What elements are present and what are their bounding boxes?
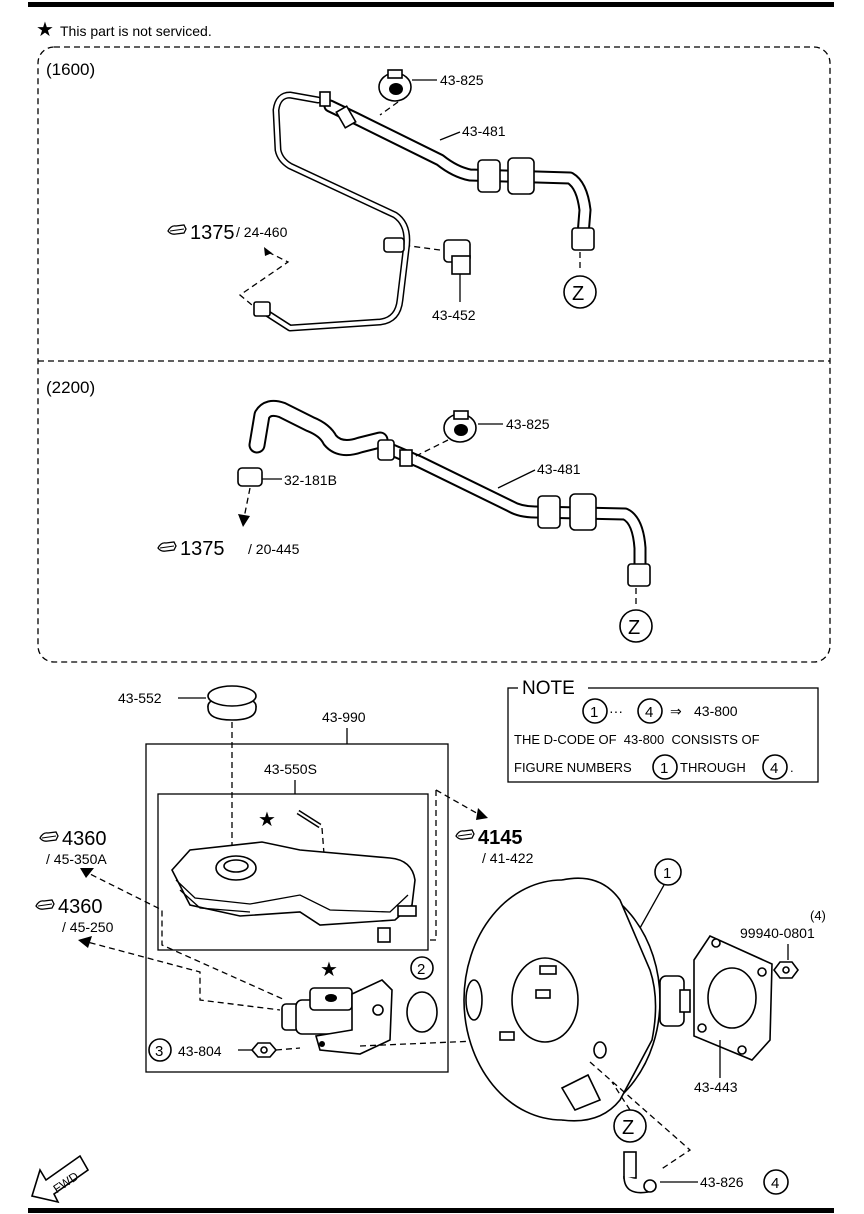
fwd-arrow-icon: FWD	[30, 1154, 90, 1204]
ref-4360a-num: 4360	[62, 828, 107, 850]
note-range-start: 1	[590, 704, 598, 721]
hose-clip	[383, 237, 405, 253]
reference-book-icon	[157, 541, 177, 552]
label-43-481-2200: 43-481	[537, 461, 581, 477]
nut-43-804	[250, 1042, 278, 1058]
check-valve-body	[537, 495, 561, 529]
label-43-552: 43-552	[118, 690, 162, 706]
note-dots: ···	[609, 703, 623, 719]
connector-z-label-main: Z	[622, 1117, 634, 1139]
note-line2: THE D-CODE OF 43-800 CONSISTS OF	[514, 732, 760, 747]
star-icon: ★	[258, 809, 276, 831]
ref-num-1375-1600: 1375	[190, 222, 235, 244]
clip-43-825-1600	[378, 69, 412, 102]
note-range-end: 4	[645, 704, 653, 721]
o-ring	[406, 991, 438, 1033]
ref-4145-num: 4145	[478, 827, 523, 849]
variant-box	[37, 46, 831, 663]
note-line3-mid: THROUGH	[680, 760, 746, 775]
clamp-32-181b	[237, 467, 263, 487]
callout-1: 1	[663, 865, 671, 882]
clip-43-452-1600	[443, 239, 471, 275]
callout-2: 2	[417, 961, 425, 978]
main-assembly: 43-552 43-990 43-550S ★	[30, 685, 826, 1204]
bottom-border	[28, 1208, 834, 1213]
label-43-550s: 43-550S	[264, 761, 317, 777]
connector-z-label-1600: Z	[572, 283, 584, 305]
ref-sub-24-460: / 24-460	[236, 224, 288, 240]
star-icon: ★	[36, 19, 54, 41]
ref-num-1375-2200: 1375	[180, 538, 225, 560]
note-range-target: 43-800	[694, 703, 738, 719]
fitting-43-826	[623, 1151, 657, 1194]
ref-sub-20-445: / 20-445	[248, 541, 300, 557]
label-43-825-2200: 43-825	[506, 416, 550, 432]
label-43-481-1600: 43-481	[462, 123, 506, 139]
label-99940-0801: 99940-0801	[740, 925, 815, 941]
label-43-443: 43-443	[694, 1079, 738, 1095]
box-43-550s	[157, 793, 429, 951]
note-box: NOTE 1 ··· 4 ⇒ 43-800 THE D-CODE OF 43-8…	[507, 676, 819, 783]
section-2200: (2200) 43-825 43-481 32-181B 1375	[46, 378, 653, 643]
callout-4: 4	[771, 1175, 779, 1192]
hose-end-connector	[319, 91, 331, 107]
connector-z-label-2200: Z	[628, 617, 640, 639]
hose-fitting	[399, 449, 413, 467]
brake-booster	[463, 877, 691, 1122]
note-line3-num1: 1	[660, 760, 668, 777]
section-1600: (1600) 43-825 43-481 4	[46, 60, 597, 332]
hose-end-connector	[253, 301, 271, 317]
check-valve-body	[507, 157, 535, 195]
note-arrow: ⇒	[670, 703, 682, 719]
qty-4: (4)	[810, 908, 826, 923]
master-cylinder	[281, 979, 393, 1055]
reference-book-icon	[167, 224, 187, 235]
reservoir-cap-43-552	[207, 685, 257, 721]
box-43-990	[145, 743, 449, 1073]
reference-book-icon	[39, 831, 59, 842]
hose-end-connector	[571, 227, 595, 251]
reference-book-icon	[455, 829, 475, 840]
check-valve-body	[477, 159, 501, 193]
top-border	[28, 2, 834, 7]
note-title: NOTE	[522, 678, 575, 699]
ref-4145-sub: / 41-422	[482, 850, 534, 866]
hose-end-connector	[627, 563, 651, 587]
hose-fitting	[335, 105, 357, 129]
section-title-2200: (2200)	[46, 378, 95, 397]
note-line3-end: .	[790, 760, 794, 775]
nut-99940-0801	[773, 961, 799, 979]
connector-z-2200	[619, 609, 653, 643]
ref-4360b-sub: / 45-250	[62, 919, 114, 935]
legend-text: This part is not serviced.	[60, 23, 212, 39]
label-43-804: 43-804	[178, 1043, 222, 1059]
note-line3-pre: FIGURE NUMBERS	[514, 760, 632, 775]
label-43-452-1600: 43-452	[432, 307, 476, 323]
label-32-181b: 32-181B	[284, 472, 337, 488]
label-43-990: 43-990	[322, 709, 366, 725]
reservoir-pin	[296, 809, 322, 829]
section-title-1600: (1600)	[46, 60, 95, 79]
note-line3-num2: 4	[770, 760, 778, 777]
clip-43-825-2200	[443, 410, 477, 443]
label-43-825-1600: 43-825	[440, 72, 484, 88]
star-icon: ★	[320, 959, 338, 981]
connector-z-1600	[563, 275, 597, 309]
check-valve-body	[569, 493, 597, 531]
brake-fluid-reservoir	[171, 841, 417, 943]
gasket-43-443	[693, 934, 773, 1061]
ref-4360a-sub: / 45-350A	[46, 851, 107, 867]
reference-book-icon	[35, 899, 55, 910]
ref-4360b-num: 4360	[58, 896, 103, 918]
hose-fitting	[377, 439, 395, 461]
callout-3: 3	[155, 1043, 163, 1060]
label-43-826: 43-826	[700, 1174, 744, 1190]
